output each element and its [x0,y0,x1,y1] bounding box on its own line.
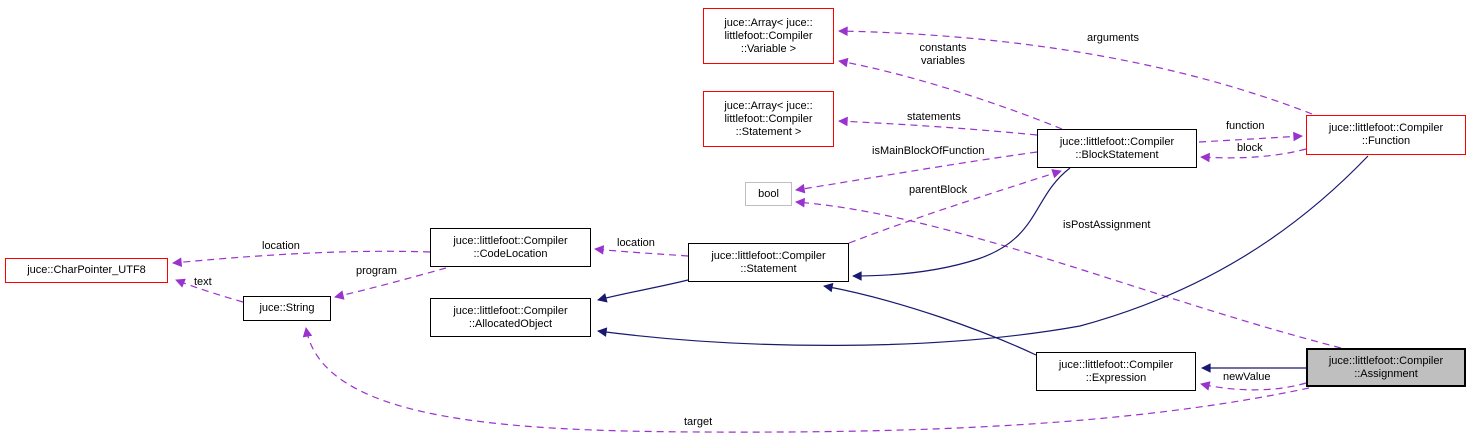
edge-text [175,278,244,303]
node-statement[interactable]: juce::littlefoot::Compiler ::Statement [688,243,849,282]
node-code-location[interactable]: juce::littlefoot::Compiler ::CodeLocatio… [430,228,591,267]
edge-label-program: program [356,265,397,277]
edge-label-is-main-block-of-function: isMainBlockOfFunction [872,145,985,157]
edge-expression-to-statement [823,282,1037,356]
node-function[interactable]: juce::littlefoot::Compiler ::Function [1306,115,1466,155]
edge-label-constants-variables: constants variables [919,42,967,67]
edge-function [1198,131,1303,143]
edge-label-function: function [1226,120,1265,132]
edge-label-new-value: newValue [1223,371,1271,383]
edge-statements [838,116,1038,136]
edge-label-arguments: arguments [1087,32,1139,44]
edge-label-parent-block: parentBlock [909,184,968,196]
edge-label-is-post-assignment: isPostAssignment [1063,219,1151,231]
edge-statement-to-allocatedobject [597,279,689,303]
edge-label-block: block [1237,142,1263,154]
edge-parent-block [848,169,1062,244]
node-assignment: juce::littlefoot::Compiler ::Assignment [1306,348,1466,387]
edge-location-code-location [172,250,431,267]
edge-blockstatement-to-statement [852,167,1071,281]
edge-is-post-assignment [795,197,1342,349]
node-charpointer-utf8[interactable]: juce::CharPointer_UTF8 [5,258,168,283]
edge-label-location-code-location: location [262,240,300,252]
node-array-variable[interactable]: juce::Array< juce:: littlefoot::Compiler… [703,8,834,64]
edge-arguments [838,26,1313,115]
edge-target [302,327,1310,433]
edge-label-text: text [194,276,212,288]
node-expression[interactable]: juce::littlefoot::Compiler ::Expression [1036,352,1196,391]
edge-block [1200,148,1307,163]
node-string[interactable]: juce::String [243,296,331,321]
edge-label-target: target [684,416,713,428]
node-bool: bool [745,182,792,206]
edge-location-statement [594,245,689,257]
node-block-statement[interactable]: juce::littlefoot::Compiler ::BlockStatem… [1037,129,1197,168]
node-allocated-object[interactable]: juce::littlefoot::Compiler ::AllocatedOb… [430,298,591,337]
edge-new-value [1200,381,1307,391]
edge-label-statements: statements [907,111,961,123]
edge-function-to-allocatedobject [597,155,1369,346]
edge-program [334,267,447,300]
edge-label-location-statement: location [617,237,655,249]
edge-is-main-block-of-function [795,151,1038,194]
node-array-statement[interactable]: juce::Array< juce:: littlefoot::Compiler… [703,91,834,147]
edge-constants-variables [838,57,1063,130]
